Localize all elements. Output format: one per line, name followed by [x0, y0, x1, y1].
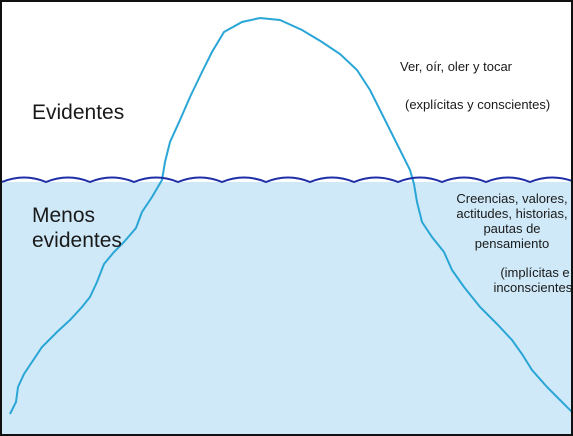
- less-visible-label-line-2: evidentes: [32, 229, 122, 252]
- hidden-qualifier-line: (implícitas e: [500, 265, 570, 280]
- iceberg-outline: [9, 16, 571, 415]
- hidden-qualifier-line: inconscientes): [493, 279, 573, 295]
- hidden-description-line: pensamiento: [474, 235, 550, 251]
- hidden-qualifier: (implícitas e inconscientes): [480, 265, 573, 296]
- underwater-area: [2, 182, 571, 434]
- hidden-description-line: pautas de: [483, 220, 541, 236]
- visible-qualifier-text: (explícitas y conscientes): [405, 97, 551, 112]
- less-visible-label-line-1: Menos: [32, 204, 96, 227]
- waterline: [2, 176, 571, 184]
- visible-senses-text: Ver, oír, oler y tocar: [400, 59, 512, 74]
- hidden-description-line: Creencias, valores,: [456, 191, 568, 206]
- hidden-description-line: actitudes, historias,: [456, 205, 568, 221]
- hidden-description: Creencias, valores, actitudes, historias…: [442, 191, 571, 252]
- visible-label: Evidentes: [32, 101, 125, 124]
